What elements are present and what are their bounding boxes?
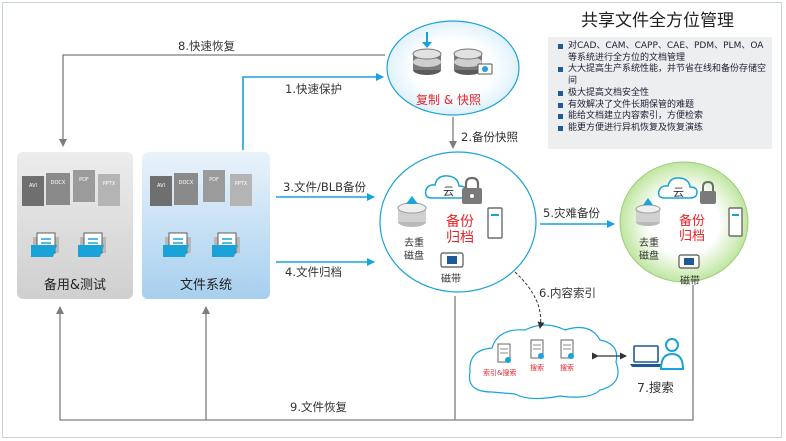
folder-icons-filesystem xyxy=(163,232,240,257)
label-dr-tape: 磁带 xyxy=(680,276,700,287)
label-dedup-disk: 去重 磁盘 xyxy=(404,238,424,262)
folder-icons-backup xyxy=(31,232,106,257)
arrow-content-index xyxy=(514,271,545,329)
label-search-1: 搜索 xyxy=(530,364,544,372)
feature-item: 对CAD、CAM、CAPP、CAE、PDM、PLM、OA等系统进行全方位的文档管… xyxy=(558,41,766,64)
dedup-disk-icon xyxy=(397,196,427,227)
feature-item: 能更方便进行异机恢复及恢复演练 xyxy=(558,123,766,135)
feature-item: 大大提高生产系统性能，并节省在线和备份存储空间 xyxy=(558,64,766,87)
feature-item: 能给文档建立内容索引，方便检索 xyxy=(558,111,766,123)
label-backup-snapshot: 2.备份快照 xyxy=(461,130,518,144)
label-content-index: 6.内容索引 xyxy=(539,286,596,300)
feature-item: 有效解决了文件长期保管的难题 xyxy=(558,100,766,112)
svg-text:AVI: AVI xyxy=(29,183,37,189)
svg-text:PDF: PDF xyxy=(209,177,219,183)
label-tape: 磁带 xyxy=(441,274,461,285)
dr-circle xyxy=(619,161,749,283)
backup-archive-circle xyxy=(379,151,537,293)
label-quick-protect: 1.快速保护 xyxy=(285,82,342,96)
snapshot-disk-icon xyxy=(453,48,493,75)
dr-cloud-icon xyxy=(657,177,698,199)
svg-text:PPTX: PPTX xyxy=(103,181,116,187)
doc-stack-backup: AVI DOCX PDF PPTX xyxy=(22,170,120,206)
label-backup-test: 备用&测试 xyxy=(43,278,107,293)
arrow-file-restore xyxy=(56,285,694,421)
label-file-blb-backup: 3.文件/BLB备份 xyxy=(283,180,367,194)
svg-text:PPTX: PPTX xyxy=(235,181,248,187)
label-file-archive: 4.文件归档 xyxy=(285,265,342,279)
arrow-quick-restore xyxy=(59,54,385,147)
label-file-system: 文件系统 xyxy=(179,278,232,293)
label-file-restore: 9.文件恢复 xyxy=(290,400,347,414)
label-search-2: 搜索 xyxy=(560,364,574,372)
label-dr-archive: 备份 归档 xyxy=(678,214,705,244)
index-server-3 xyxy=(560,339,574,359)
label-search: 7.搜索 xyxy=(637,380,674,395)
disk-stack-icon xyxy=(412,32,442,75)
svg-text:PDF: PDF xyxy=(79,177,89,183)
label-disaster-backup: 5.灾难备份 xyxy=(543,206,600,220)
label-quick-restore: 8.快速恢复 xyxy=(178,39,235,53)
svg-text:DOCX: DOCX xyxy=(179,180,194,186)
svg-text:AVI: AVI xyxy=(157,183,165,189)
server-icon xyxy=(487,207,503,239)
user-icon xyxy=(659,338,685,370)
dr-tape-icon xyxy=(678,254,700,269)
index-cloud xyxy=(468,324,619,400)
dr-server-icon xyxy=(728,207,743,237)
dr-lock-icon xyxy=(700,180,716,204)
label-dr-cloud: 云 xyxy=(673,186,684,199)
label-cloud: 云 xyxy=(443,185,454,198)
snapshot-circle xyxy=(386,20,520,116)
label-backup-archive: 备份 归档 xyxy=(446,214,474,246)
feature-item: 极大提高文档安全性 xyxy=(558,88,766,100)
laptop-icon xyxy=(630,345,662,367)
doc-stack-filesystem: AVI DOCX PDF PPTX xyxy=(150,170,252,206)
page-title: 共享文件全方位管理 xyxy=(581,11,734,31)
feature-list-panel: 对CAD、CAM、CAPP、CAE、PDM、PLM、OA等系统进行全方位的文档管… xyxy=(548,37,772,149)
dr-dedup-disk-icon xyxy=(635,198,661,226)
index-server-2 xyxy=(530,339,544,359)
lock-icon xyxy=(462,176,482,204)
label-index-search: 索引&搜索 xyxy=(483,369,517,377)
label-dr-dedup-disk: 去重 磁盘 xyxy=(639,238,659,262)
arrow-quick-protect xyxy=(242,73,384,150)
label-copy-snapshot: 复制 & 快照 xyxy=(416,93,481,107)
index-server-1 xyxy=(497,343,511,363)
tape-icon xyxy=(440,252,464,268)
svg-text:DOCX: DOCX xyxy=(51,180,66,186)
